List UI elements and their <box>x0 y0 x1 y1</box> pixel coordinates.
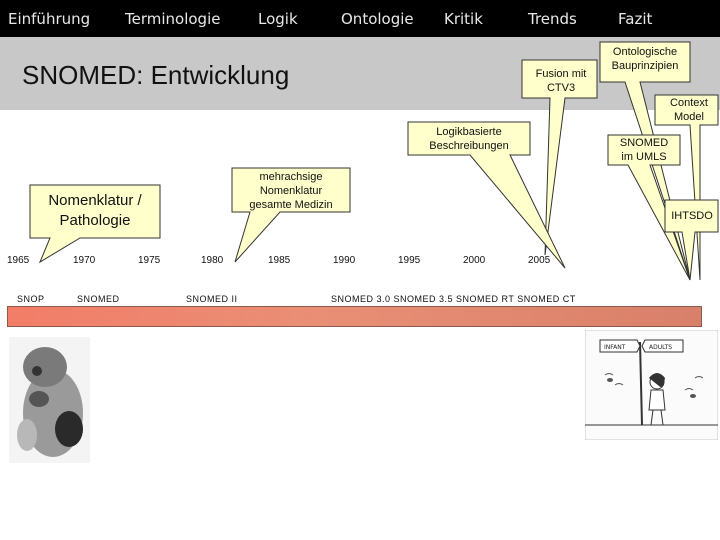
callout-text-bauprinzipien: Ontologische Bauprinzipien <box>603 45 687 73</box>
year-label: 1970 <box>73 255 96 266</box>
timeline-label-later-versions: SNOMED 3.0 SNOMED 3.5 SNOMED RT SNOMED C… <box>331 294 576 304</box>
callout-line: Bauprinzipien <box>611 60 679 72</box>
callout-logikbasiert <box>407 121 566 269</box>
callout-line: mehrachsige <box>259 171 323 183</box>
year-label: 2005 <box>528 255 551 266</box>
year-label: 1980 <box>201 255 224 266</box>
callout-line: Logikbasierte <box>436 126 502 138</box>
embryo-image <box>9 337 90 463</box>
callout-fusion <box>521 59 598 256</box>
callout-line: Ontologische <box>612 46 678 58</box>
year-label: 1975 <box>138 255 161 266</box>
nav-item-kritik[interactable]: Kritik <box>444 10 483 28</box>
nav-item-fazit[interactable]: Fazit <box>618 10 653 28</box>
callout-text-context: Context Model <box>660 96 718 124</box>
callout-nomenklatur <box>29 184 161 264</box>
callout-line: CTV3 <box>546 82 576 94</box>
callout-line: Nomenklatur <box>259 185 323 197</box>
year-label: 1965 <box>7 255 30 266</box>
callout-text-logikbasiert: Logikbasierte Beschreibungen <box>410 125 528 153</box>
year-label: 1990 <box>333 255 356 266</box>
nav-item-trends[interactable]: Trends <box>528 10 577 28</box>
callout-line: IHTSDO <box>671 210 713 222</box>
callout-line: Beschreibungen <box>429 140 509 152</box>
callout-bauprinzipien <box>599 41 691 281</box>
callout-line: Context <box>670 97 708 109</box>
sign-right-text: ADULTS <box>649 344 672 351</box>
callout-line: Pathologie <box>59 212 131 229</box>
callout-text-mehrachsig: mehrachsige Nomenklatur gesamte Medizin <box>234 170 348 212</box>
callout-line: SNOMED <box>619 137 669 149</box>
nav-item-ontologie[interactable]: Ontologie <box>341 10 414 28</box>
callout-line: gesamte Medizin <box>249 199 333 211</box>
cartoon-image: INFANT ADULTS <box>585 330 718 440</box>
callout-text-nomenklatur: Nomenklatur / Pathologie <box>32 191 158 231</box>
timeline-label-snomed-ii: SNOMED II <box>186 294 238 304</box>
callout-line: Nomenklatur / <box>48 192 142 209</box>
nav-item-einfuehrung[interactable]: Einführung <box>8 10 91 28</box>
callout-text-umls: SNOMED im UMLS <box>610 136 678 164</box>
timeline-label-snop: SNOP <box>17 294 45 304</box>
year-label: 1985 <box>268 255 291 266</box>
nav-item-terminologie[interactable]: Terminologie <box>125 10 221 28</box>
timeline-label-snomed: SNOMED <box>77 294 120 304</box>
callout-mehrachsig <box>231 167 351 263</box>
callout-text-ihtsdo: IHTSDO <box>666 209 718 223</box>
timeline-bar <box>7 306 702 327</box>
callout-line: im UMLS <box>621 151 667 163</box>
page-title: SNOMED: Entwicklung <box>22 60 290 90</box>
sign-left-text: INFANT <box>604 344 626 351</box>
callout-line: Model <box>674 111 704 123</box>
year-label: 1995 <box>398 255 421 266</box>
callout-ihtsdo <box>664 199 719 281</box>
nav-item-logik[interactable]: Logik <box>258 10 298 28</box>
year-label: 2000 <box>463 255 486 266</box>
callout-text-fusion: Fusion mit CTV3 <box>527 67 595 95</box>
callout-line: Fusion mit <box>535 68 587 80</box>
top-navigation-bar: Einführung Terminologie Logik Ontologie … <box>0 0 720 37</box>
